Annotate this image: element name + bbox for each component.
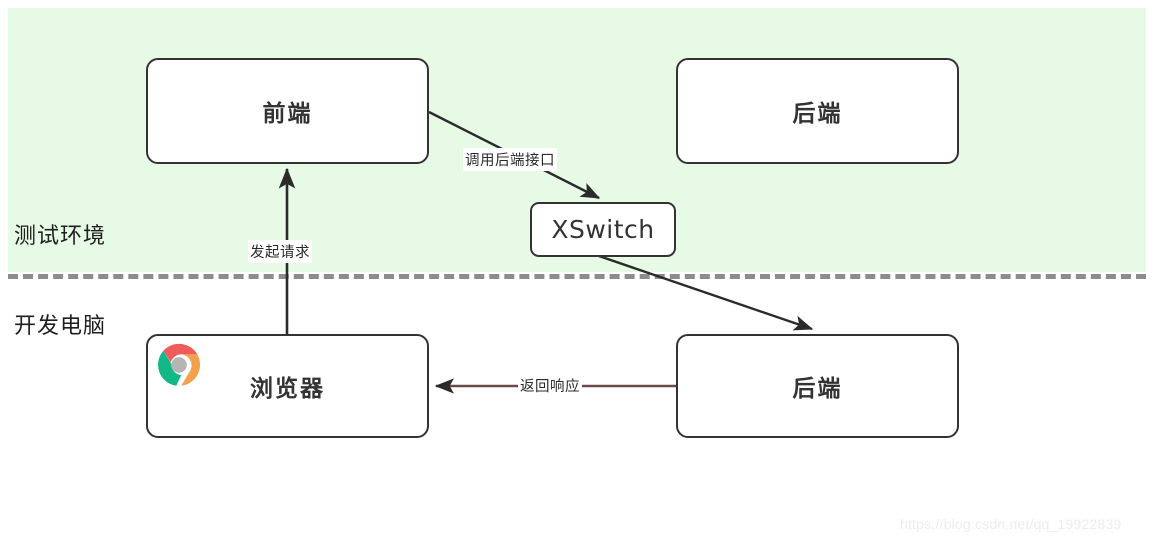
node-frontend[interactable]: 前端	[146, 58, 429, 164]
node-frontend-label: 前端	[262, 100, 313, 126]
zone-label-dev-computer: 开发电脑	[14, 313, 107, 338]
zone-label-test-environment: 测试环境	[14, 223, 107, 248]
node-backend-local-label: 后端	[792, 375, 843, 401]
node-xswitch[interactable]: XSwitch	[530, 202, 676, 257]
edge-label-send-request: 发起请求	[248, 240, 312, 263]
watermark-text: https://blog.csdn.net/qq_19922839	[900, 516, 1122, 532]
node-backend-test[interactable]: 后端	[676, 58, 959, 164]
chrome-icon	[158, 343, 201, 386]
edge-label-call-backend-api: 调用后端接口	[463, 148, 557, 171]
edge-label-return-response: 返回响应	[518, 374, 582, 397]
environment-divider	[8, 274, 1146, 279]
node-backend-local[interactable]: 后端	[676, 334, 959, 438]
node-xswitch-label: XSwitch	[551, 215, 655, 244]
node-browser[interactable]: 浏览器	[146, 334, 429, 438]
node-browser-label: 浏览器	[250, 375, 325, 401]
node-backend-test-label: 后端	[792, 100, 843, 126]
